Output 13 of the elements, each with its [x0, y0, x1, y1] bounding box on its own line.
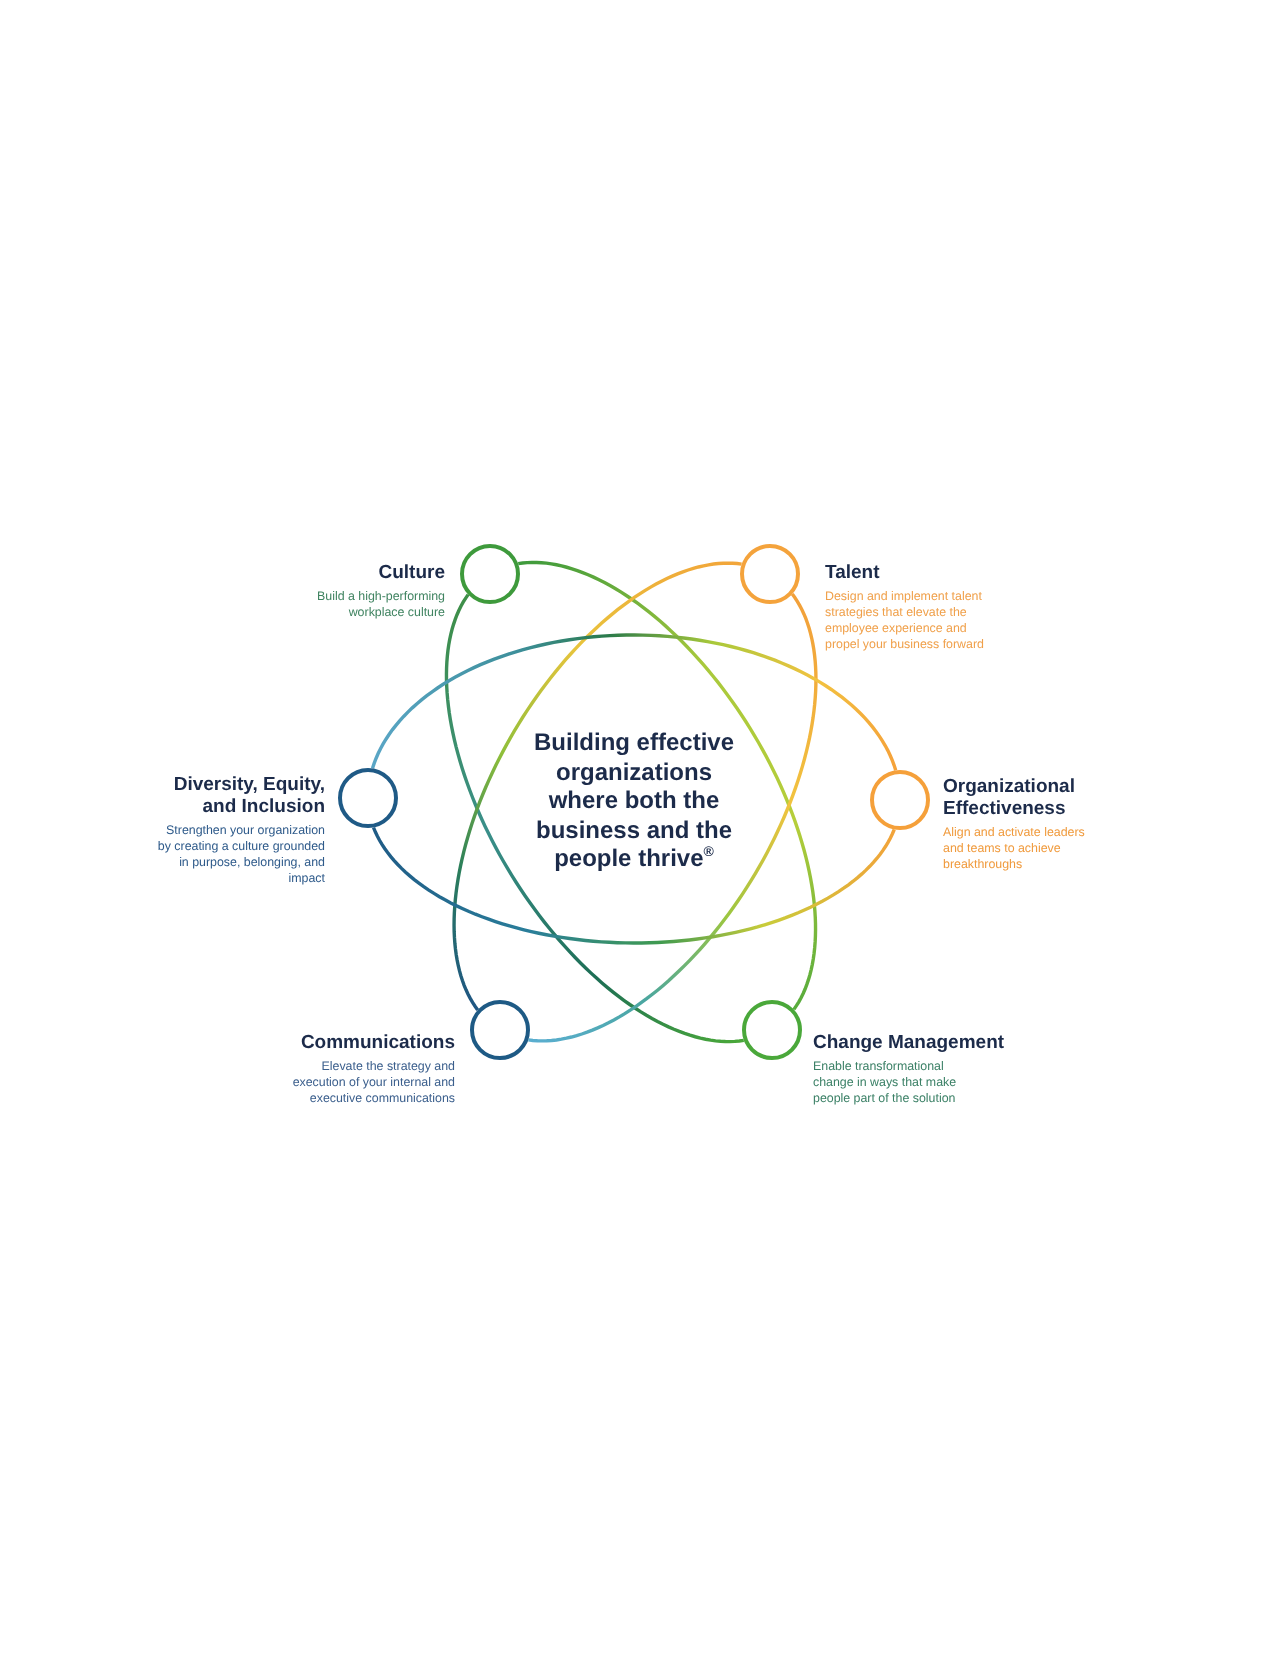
- node-heading: Talent: [825, 561, 882, 583]
- node-heading: Communications: [298, 1031, 455, 1053]
- orbit-arc: [444, 593, 744, 1044]
- orbit-arc: [528, 593, 818, 1043]
- orbit-arc: [370, 633, 898, 771]
- orbit-arc: [371, 826, 896, 945]
- center-statement: Building effective organizations where both the business and the people thrive$^{®}$: [531, 728, 736, 873]
- node-heading: Organizational Effectiveness: [943, 775, 1077, 819]
- orbit-arc: [518, 560, 818, 1011]
- node-heading: Diversity, Equity, and Inclusion: [171, 773, 325, 817]
- node-heading: Culture: [376, 561, 445, 583]
- node-heading: Change Management: [813, 1031, 1007, 1053]
- orbit-arc: [452, 561, 742, 1011]
